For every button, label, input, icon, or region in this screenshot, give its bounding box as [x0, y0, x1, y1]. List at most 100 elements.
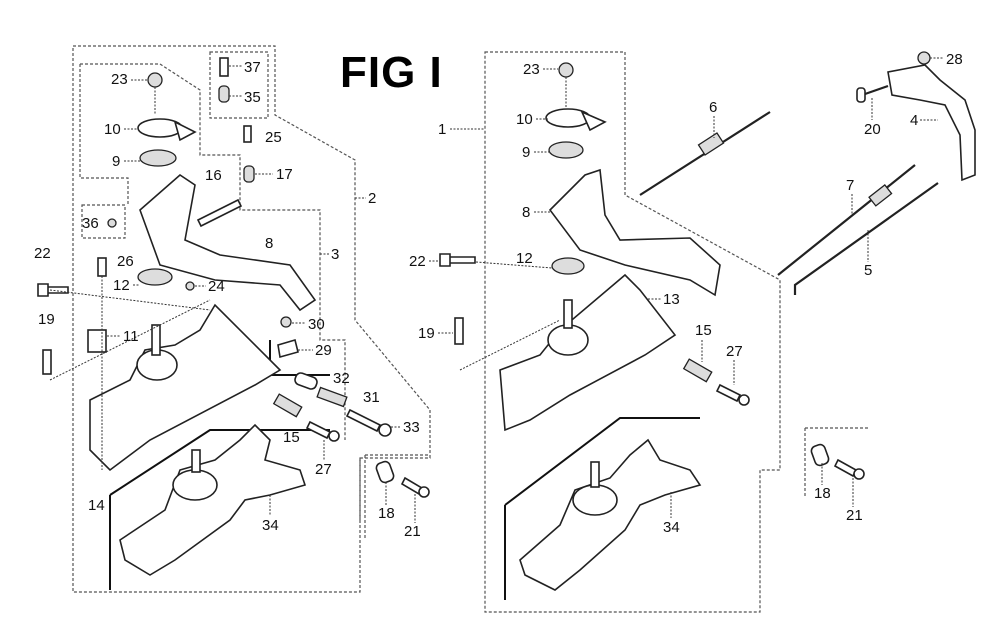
callouts-left: 37 35 23 10 25 9 17 16 36 2 3 8 22 26 12…	[34, 59, 421, 540]
callouts-far-right: 28 20 4 7 5 18 21	[814, 51, 963, 524]
spring-31	[316, 386, 348, 408]
callout-9-right: 9	[522, 144, 530, 161]
rod-7	[777, 164, 916, 276]
callout-7: 7	[846, 177, 854, 194]
callout-16: 16	[205, 167, 222, 184]
callout-34-left: 34	[262, 517, 279, 534]
callout-9-left: 9	[112, 153, 120, 170]
callout-32: 32	[333, 370, 350, 387]
callout-13: 13	[663, 291, 680, 308]
left-parts	[37, 57, 430, 576]
bracket-34-left	[119, 423, 307, 576]
spring-15-right	[682, 358, 713, 383]
callout-14: 14	[88, 497, 105, 514]
cap-10-right	[545, 108, 591, 128]
callout-8-left: 8	[265, 235, 273, 252]
clamp-29	[277, 338, 299, 359]
far-right-parts	[777, 51, 976, 480]
callout-2: 2	[368, 190, 376, 207]
callout-17: 17	[276, 166, 293, 183]
callout-27-right: 27	[726, 343, 743, 360]
lever-8-right	[548, 168, 721, 297]
callout-19-left: 19	[38, 311, 55, 328]
callout-34-right: 34	[663, 519, 680, 536]
nut-28	[917, 51, 931, 65]
bolt-19-left	[42, 349, 52, 375]
bolt-26	[97, 257, 107, 277]
callout-3: 3	[331, 246, 339, 263]
callout-25: 25	[265, 129, 282, 146]
bracket-34-right	[519, 438, 702, 591]
bolt-37	[219, 57, 229, 77]
figure-title: FIG I	[340, 48, 443, 97]
callout-6: 6	[709, 99, 717, 116]
plate-13	[499, 273, 677, 432]
callout-15-right: 15	[695, 322, 712, 339]
callout-21-right: 21	[846, 507, 863, 524]
clip-17	[243, 165, 255, 183]
bolt-22-right	[439, 253, 476, 267]
spring-16	[196, 198, 243, 228]
washer-12-right	[551, 257, 585, 275]
bracket-4	[887, 64, 976, 182]
callout-23-left: 23	[111, 71, 128, 88]
nut-23-right	[558, 62, 574, 78]
callout-5: 5	[864, 262, 872, 279]
callout-36: 36	[82, 215, 99, 232]
pin-20	[856, 87, 866, 103]
right-group-outline	[484, 51, 870, 613]
bolt-27-right	[715, 383, 742, 403]
callout-29: 29	[315, 342, 332, 359]
callout-30: 30	[308, 316, 325, 333]
washer-9-right	[548, 141, 584, 159]
callout-18-right: 18	[814, 485, 831, 502]
callout-21-left: 21	[404, 523, 421, 540]
pin-18-right	[810, 443, 830, 467]
callout-12-left: 12	[113, 277, 130, 294]
left-group-outline	[72, 45, 431, 593]
pin-18-left	[375, 460, 395, 484]
callout-27-left: 27	[315, 461, 332, 478]
clip-11	[87, 329, 107, 353]
callout-28: 28	[946, 51, 963, 68]
callout-22-left: 22	[34, 245, 51, 262]
callout-15-left: 15	[283, 429, 300, 446]
screw-30	[280, 316, 292, 328]
callout-20: 20	[864, 121, 881, 138]
callout-4: 4	[910, 112, 918, 129]
washer-12-left	[137, 268, 173, 286]
right-parts	[439, 62, 771, 591]
lever-8-left	[139, 173, 317, 312]
bolt-25	[243, 125, 252, 143]
callout-8-right: 8	[522, 204, 530, 221]
bolt-19-right	[454, 317, 464, 345]
pin-32	[294, 372, 318, 390]
callout-35: 35	[244, 89, 261, 106]
bolt-33	[345, 408, 382, 433]
callout-18-left: 18	[378, 505, 395, 522]
callout-31: 31	[363, 389, 380, 406]
callout-37: 37	[244, 59, 261, 76]
callout-10-right: 10	[516, 111, 533, 128]
washer-9-left	[139, 149, 177, 167]
callout-24: 24	[208, 278, 225, 295]
clip-36	[107, 218, 117, 228]
callout-1: 1	[438, 121, 446, 138]
callout-12-right: 12	[516, 250, 533, 267]
callout-26: 26	[117, 253, 134, 270]
clip-24	[185, 281, 195, 291]
bolt-27-left	[305, 420, 332, 440]
callout-22-right: 22	[409, 253, 426, 270]
bolt-22-left	[37, 283, 69, 297]
clip-35	[218, 85, 230, 103]
bolt-21-right	[833, 458, 858, 478]
callout-23-right: 23	[523, 61, 540, 78]
callout-33: 33	[403, 419, 420, 436]
rod-5	[793, 182, 939, 295]
callout-11: 11	[123, 328, 139, 345]
callouts-right: 23 1 10 6 9 8 22 12 13 19 15 27 34	[409, 61, 743, 536]
nut-23-left	[147, 72, 163, 88]
spring-15-left	[272, 393, 303, 418]
callout-19-right: 19	[418, 325, 435, 342]
